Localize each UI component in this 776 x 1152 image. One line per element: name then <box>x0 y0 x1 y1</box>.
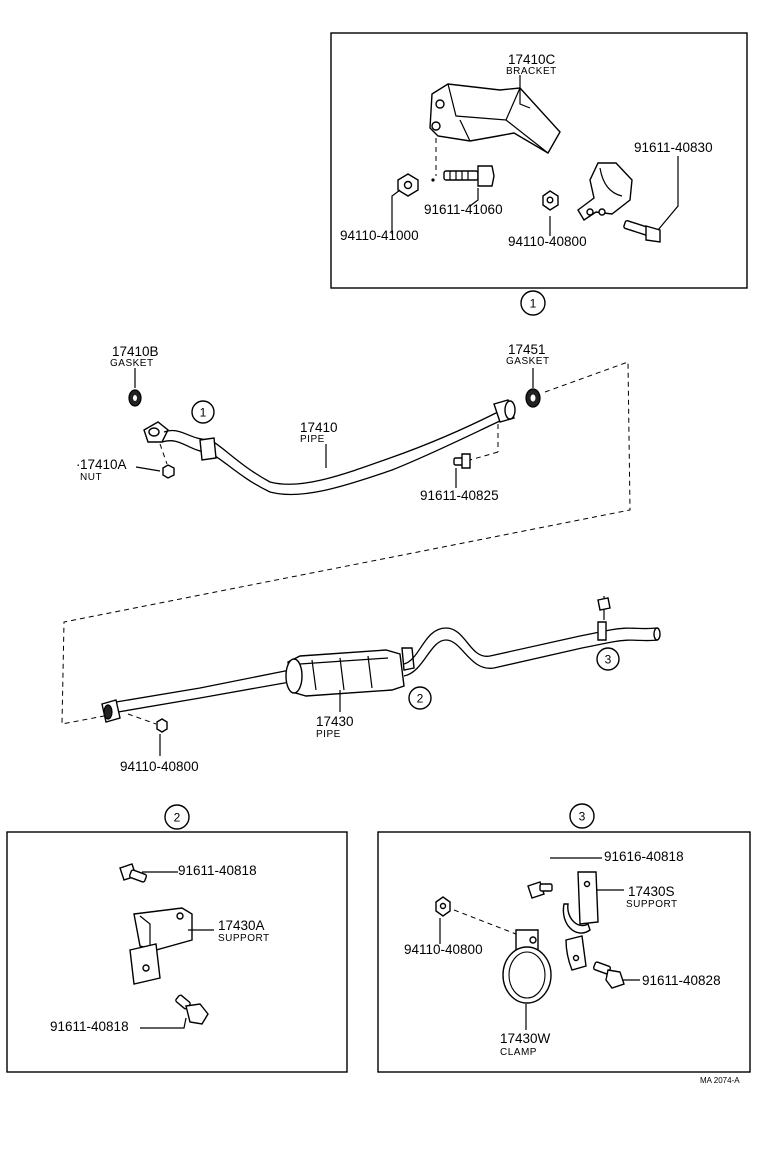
gasket-front-name: GASKET <box>110 358 154 369</box>
bolt-joint-label: 91611-40825 <box>420 488 499 503</box>
detail2-bolt-upper-label: 91611-40818 <box>178 863 257 878</box>
muffler-drawing <box>285 649 405 697</box>
nut-clamp-label: 94110-40800 <box>508 234 587 249</box>
svg-text:3: 3 <box>579 810 586 824</box>
bracket-part-number: 17410C <box>508 52 556 67</box>
detail3-bolt-lower-label: 91611-40828 <box>642 973 721 988</box>
bolt-upper-drawing <box>119 863 148 883</box>
bracket-17410c-drawing <box>429 83 561 154</box>
bolt-91611-40825-drawing <box>453 453 471 469</box>
svg-text:1: 1 <box>200 406 207 420</box>
callout-3-tail: 3 <box>596 647 620 671</box>
bolt-lower-drawing <box>175 994 209 1025</box>
svg-text:3: 3 <box>605 653 612 667</box>
detail3-bolt-lower-drawing <box>592 961 625 989</box>
bolt-91611-40830-drawing <box>623 219 661 243</box>
nut-94110-41000-drawing <box>397 173 419 197</box>
nut-manifold-name: NUT <box>80 472 102 483</box>
nut-bracket-label: 94110-41000 <box>340 228 419 243</box>
detail-3-frame <box>377 831 751 1073</box>
detail2-support-part-number: 17430A <box>218 918 265 933</box>
bracket-name: BRACKET <box>506 66 557 77</box>
gasket-17451-drawing <box>525 388 541 408</box>
detail2-bolt-lower-label: 91611-40818 <box>50 1019 129 1034</box>
manifold-flange-drawing <box>143 421 169 443</box>
detail2-support-name: SUPPORT <box>218 933 270 944</box>
front-pipe-assembly: 17410B GASKET 17451 GASKET 17410 PIPE 17… <box>61 342 631 725</box>
detail-3-panel: 91616-40818 17430S SUPPORT 94110-40800 9… <box>377 831 751 1073</box>
support-17430s-drawing <box>562 871 599 971</box>
bolt-clamp-label: 91611-40830 <box>634 140 713 155</box>
callout-1-detail: 1 <box>520 290 546 316</box>
detail-1-frame <box>330 32 748 289</box>
detail3-support-name: SUPPORT <box>626 899 678 910</box>
detail3-bolt-upper-drawing <box>527 881 553 899</box>
detail3-clamp-name: CLAMP <box>500 1047 537 1058</box>
gasket-17410b-drawing <box>128 389 142 407</box>
support-17430a-drawing <box>129 907 193 985</box>
detail3-clamp-part-number: 17430W <box>500 1031 551 1046</box>
callout-2-detail: 2 <box>164 804 190 830</box>
dot: · <box>76 457 81 472</box>
bolt-bracket-label: 91611-41060 <box>424 202 503 217</box>
callout-2-muffler: 2 <box>408 686 432 710</box>
callout-3-detail: 3 <box>569 803 595 829</box>
detail-1-panel: 17410C BRACKET 91611-40830 91611-41060 9… <box>330 32 748 289</box>
detail3-nut-drawing <box>435 896 451 917</box>
callout-1-pipe: 1 <box>191 400 215 424</box>
clamp-drawing <box>577 162 633 221</box>
tail-pipe-assembly: 17430 PIPE 94110-40800 <box>101 596 661 774</box>
nut-17410a-drawing <box>162 464 175 479</box>
figure-id: MA 2074-A <box>700 1076 740 1085</box>
front-pipe-part-number: 17410 <box>300 420 338 435</box>
svg-text:2: 2 <box>174 811 181 825</box>
nut-manifold-part-number: 17410A <box>80 457 127 472</box>
bolt-91611-41060-drawing <box>443 165 495 187</box>
clamp-17430w-drawing <box>502 929 552 1004</box>
front-pipe-name: PIPE <box>300 434 325 445</box>
tail-pipe-part-number: 17430 <box>316 714 354 729</box>
svg-text:2: 2 <box>417 692 424 706</box>
detail3-bolt-upper-label: 91616-40818 <box>604 849 684 864</box>
detail-2-frame <box>6 831 348 1073</box>
nut-94110-40800-drawing <box>542 190 559 211</box>
detail3-support-part-number: 17430S <box>628 884 675 899</box>
detail-2-panel: 91611-40818 17430A SUPPORT 91611-40818 <box>6 831 348 1073</box>
svg-text:1: 1 <box>530 297 537 311</box>
gasket-rear-name: GASKET <box>506 356 550 367</box>
gasket-rear-part-number: 17451 <box>508 342 546 357</box>
gasket-front-part-number: 17410B <box>112 344 159 359</box>
nut-joint-label: 94110-40800 <box>120 759 199 774</box>
detail3-nut-label: 94110-40800 <box>404 942 483 957</box>
tail-pipe-name: PIPE <box>316 729 341 740</box>
